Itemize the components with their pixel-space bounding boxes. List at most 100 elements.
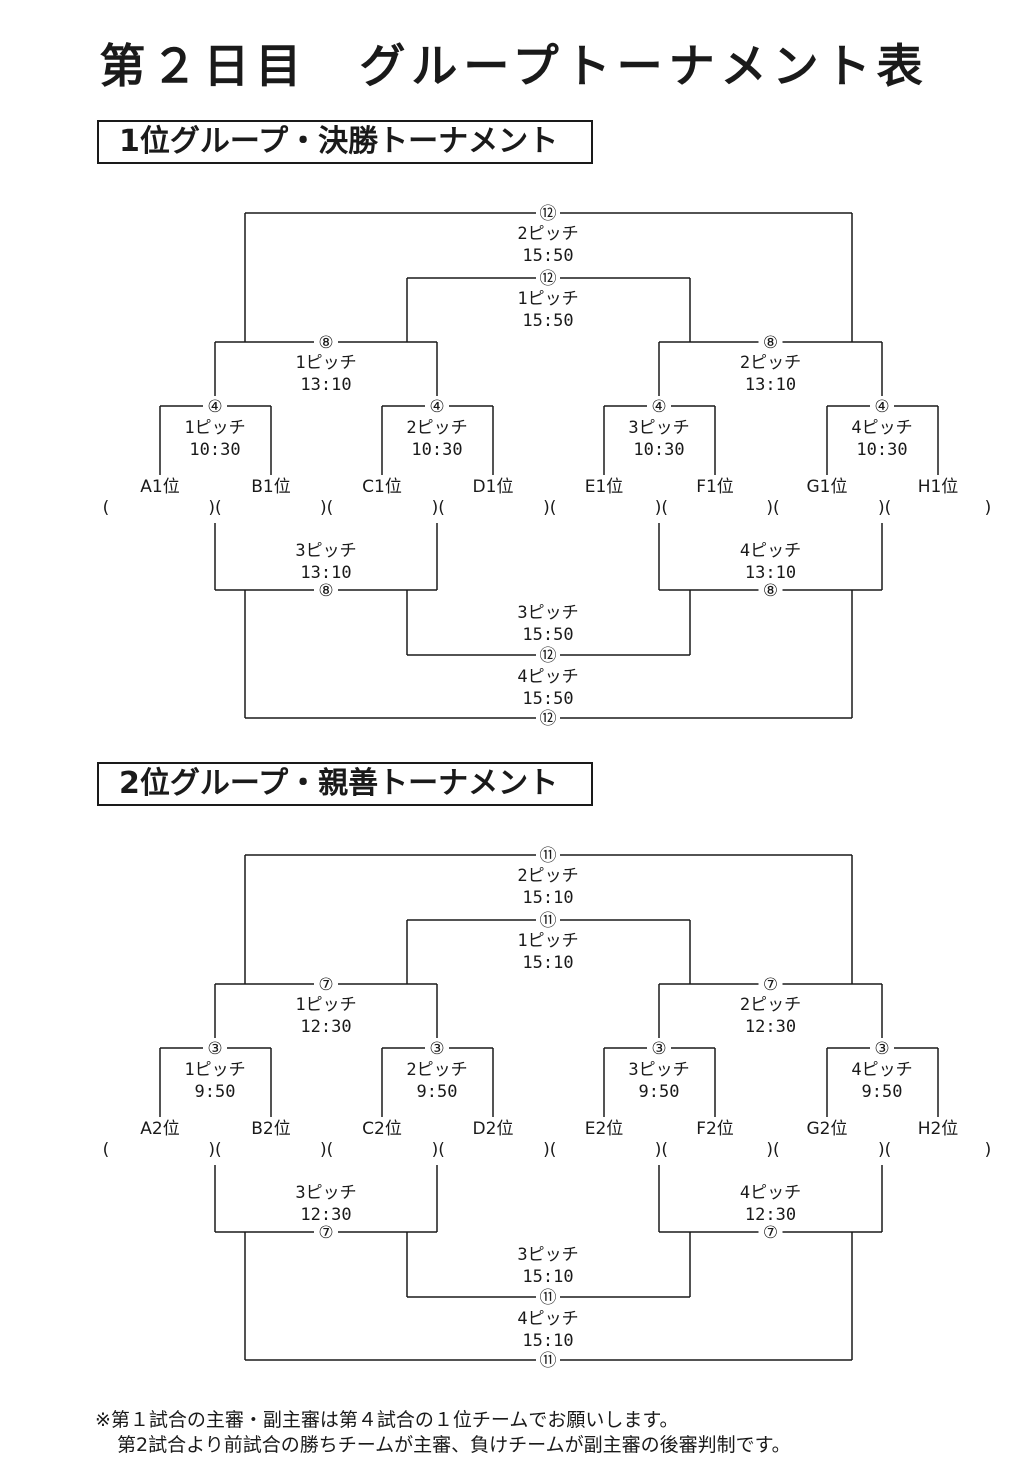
match-time: 15:10 <box>522 953 573 973</box>
match-pitch: 2ピッチ <box>517 224 578 244</box>
match-number: ⑪ <box>540 846 557 866</box>
match-number-gap <box>758 332 783 352</box>
team-slot-label: A1位 <box>140 477 179 497</box>
slot-paren: )( <box>208 498 221 518</box>
team-slot-label: H1位 <box>918 477 959 497</box>
match-number: ⑫ <box>540 709 557 729</box>
slot-paren: )( <box>766 1140 779 1160</box>
match-time: 13:10 <box>300 375 351 395</box>
match-number-gap <box>536 268 560 288</box>
team-slot-label: H2位 <box>918 1119 959 1139</box>
match-number: ⑦ <box>763 1223 778 1243</box>
match-time: 9:50 <box>417 1082 458 1102</box>
slot-paren: )( <box>655 498 668 518</box>
match-pitch: 2ピッチ <box>740 995 801 1015</box>
match-pitch: 3ピッチ <box>295 1183 356 1203</box>
slot-paren: )( <box>766 498 779 518</box>
match-number: ④ <box>874 397 889 417</box>
match-number: ⑫ <box>540 204 557 224</box>
slot-close-paren: ) <box>985 1140 992 1160</box>
slot-paren: )( <box>432 1140 445 1160</box>
slot-paren: )( <box>320 498 333 518</box>
page-title: 第２日目 グループトーナメント表 <box>99 39 929 93</box>
team-slot-label: B1位 <box>251 477 290 497</box>
section-title: 2位グループ・親善トーナメント <box>97 762 593 806</box>
match-pitch: 1ピッチ <box>517 289 578 309</box>
match-pitch: 4ピッチ <box>517 667 578 687</box>
match-time: 10:30 <box>856 440 907 460</box>
match-time: 10:30 <box>189 440 240 460</box>
team-slot-label: B2位 <box>251 1119 290 1139</box>
match-number: ⑪ <box>540 1288 557 1308</box>
match-time: 13:10 <box>745 563 796 583</box>
match-number-gap <box>314 332 338 352</box>
match-pitch: 3ピッチ <box>295 541 356 561</box>
team-slot-label: C1位 <box>362 477 402 497</box>
match-number: ⑧ <box>763 581 778 601</box>
referee-note: ※第１試合の主審・副主審は第４試合の１位チームでお願いします。 第2試合より前試… <box>95 1408 791 1458</box>
match-number-gap <box>425 396 449 416</box>
match-number: ③ <box>874 1039 889 1059</box>
match-number-gap <box>647 1038 671 1058</box>
match-number-gap <box>536 1350 560 1370</box>
match-pitch: 1ピッチ <box>517 931 578 951</box>
match-number-gap <box>758 1222 783 1242</box>
slot-paren: )( <box>208 1140 221 1160</box>
match-number: ⑪ <box>540 911 557 931</box>
slot-paren: )( <box>320 1140 333 1160</box>
match-number-gap <box>425 1038 449 1058</box>
slot-open-paren: ( <box>103 498 110 518</box>
match-pitch: 1ピッチ <box>295 995 356 1015</box>
match-time: 10:30 <box>633 440 684 460</box>
slot-paren: )( <box>878 498 891 518</box>
match-pitch: 3ピッチ <box>517 603 578 623</box>
match-number: ③ <box>429 1039 444 1059</box>
match-number-gap <box>870 396 894 416</box>
team-slot-label: D2位 <box>473 1119 514 1139</box>
tournament-bracket: ④1ピッチ10:30④2ピッチ10:30④3ピッチ10:30④4ピッチ10:30… <box>103 203 992 729</box>
match-pitch: 2ピッチ <box>406 1060 467 1080</box>
match-time: 15:10 <box>522 1331 573 1351</box>
team-slot-label: F1位 <box>696 477 734 497</box>
match-number-gap <box>536 203 560 223</box>
match-time: 15:50 <box>522 689 573 709</box>
match-number-gap <box>536 1287 560 1307</box>
match-time: 12:30 <box>745 1017 796 1037</box>
team-slot-label: G1位 <box>807 477 848 497</box>
match-pitch: 1ピッチ <box>184 418 245 438</box>
note-line: 第2試合より前試合の勝ちチームが主審、負けチームが副主審の後審判制です。 <box>117 1434 791 1456</box>
match-pitch: 1ピッチ <box>295 353 356 373</box>
slot-paren: )( <box>878 1140 891 1160</box>
match-number-gap <box>314 1222 338 1242</box>
match-pitch: 1ピッチ <box>184 1060 245 1080</box>
note-line: ※第１試合の主審・副主審は第４試合の１位チームでお願いします。 <box>95 1409 679 1431</box>
match-number-gap <box>870 1038 894 1058</box>
match-number-gap <box>536 910 560 930</box>
match-pitch: 2ピッチ <box>740 353 801 373</box>
match-time: 9:50 <box>639 1082 680 1102</box>
match-number: ④ <box>651 397 666 417</box>
match-pitch: 4ピッチ <box>851 418 912 438</box>
team-slot-label: E2位 <box>585 1119 624 1139</box>
match-pitch: 4ピッチ <box>851 1060 912 1080</box>
match-number-gap <box>536 645 560 665</box>
match-number-gap <box>203 396 227 416</box>
match-number: ⑫ <box>540 269 557 289</box>
match-number-gap <box>758 974 783 994</box>
match-number-gap <box>758 580 783 600</box>
match-number: ⑦ <box>318 975 333 995</box>
match-number: ⑧ <box>318 333 333 353</box>
match-time: 15:50 <box>522 246 573 266</box>
tournament-bracket: ③1ピッチ9:50③2ピッチ9:50③3ピッチ9:50③4ピッチ9:50⑦1ピッ… <box>103 845 992 1371</box>
match-number: ⑪ <box>540 1351 557 1371</box>
match-time: 15:50 <box>522 625 573 645</box>
match-pitch: 4ピッチ <box>517 1309 578 1329</box>
match-time: 15:10 <box>522 888 573 908</box>
match-number: ⑧ <box>318 581 333 601</box>
slot-close-paren: ) <box>985 498 992 518</box>
team-slot-label: G2位 <box>807 1119 848 1139</box>
team-slot-label: F2位 <box>696 1119 734 1139</box>
match-pitch: 4ピッチ <box>740 541 801 561</box>
match-time: 9:50 <box>195 1082 236 1102</box>
